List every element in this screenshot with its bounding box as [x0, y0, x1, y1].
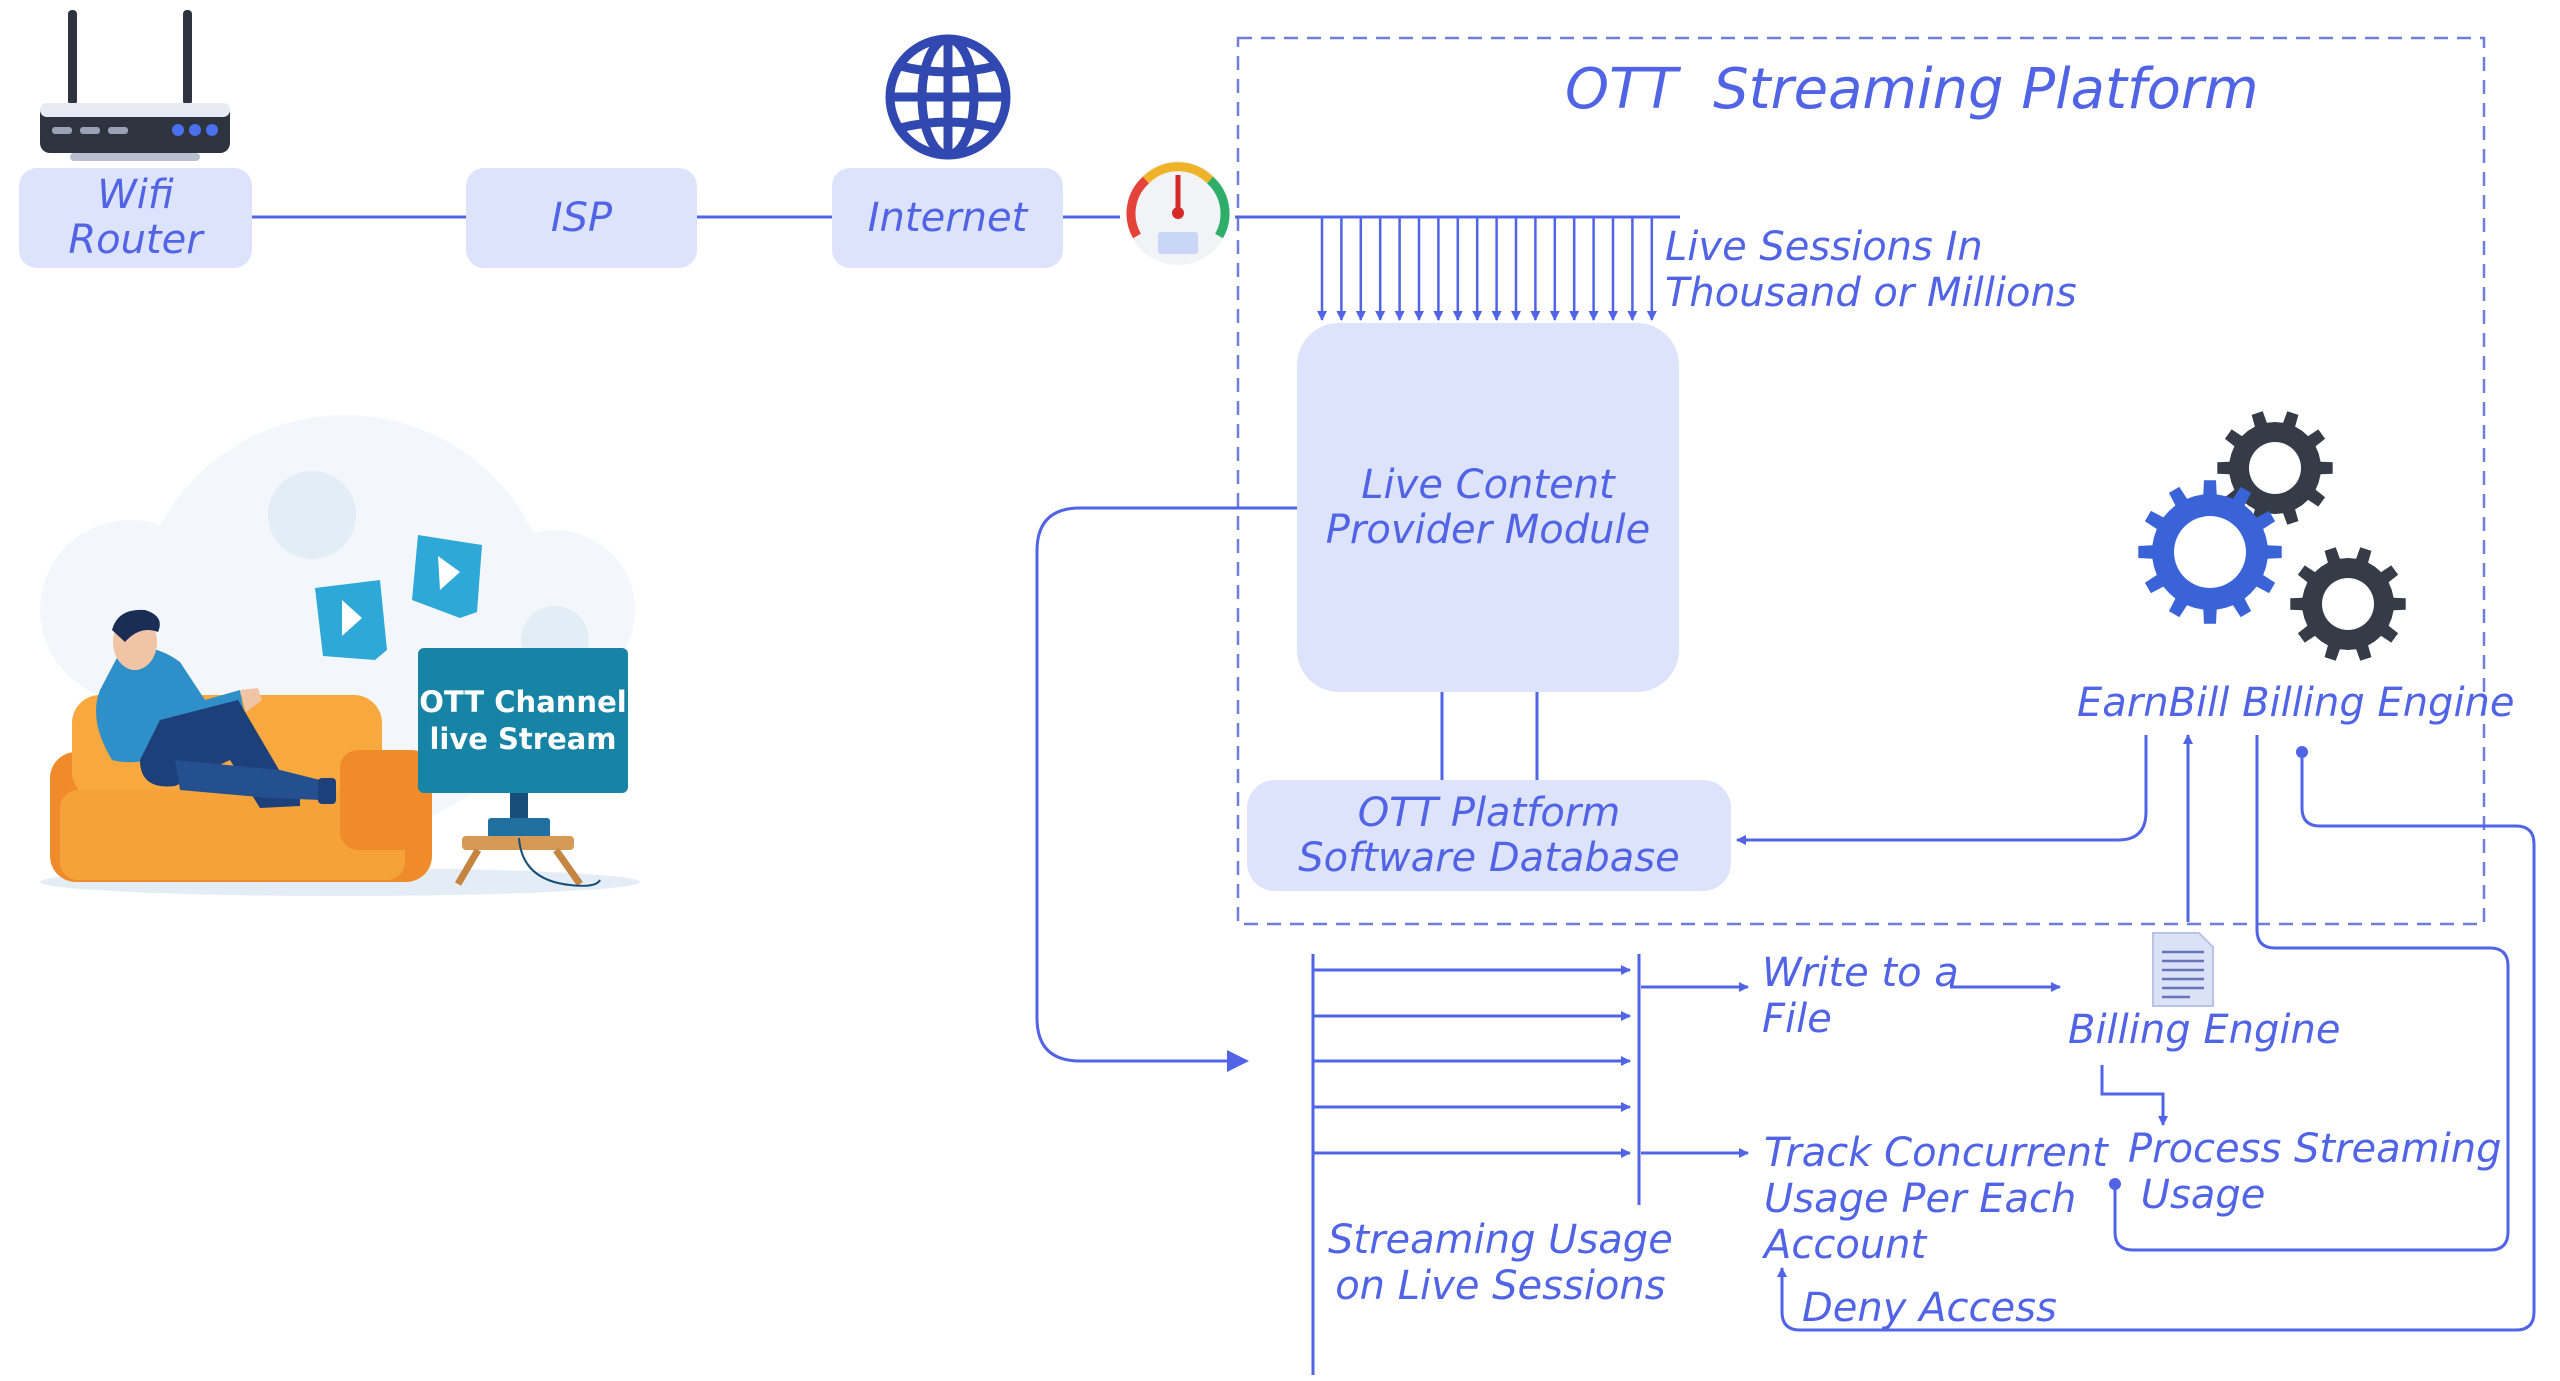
isp-box: ISP: [466, 168, 697, 268]
track-concurrent-label: Track Concurrent Usage Per Each Account: [1764, 1130, 2108, 1268]
deny-access-label: Deny Access: [1802, 1285, 2057, 1331]
live-sessions-label: Live Sessions In Thousand or Millions: [1665, 224, 2077, 316]
platform-title: OTT Streaming Platform: [1565, 57, 2259, 122]
software-database-label: OTT Platform Software Database: [1298, 789, 1680, 881]
deny-access-loop: [1777, 746, 2536, 1332]
streaming-usage-label: Streaming Usage on Live Sessions: [1328, 1217, 1673, 1309]
document-icon: [2152, 932, 2214, 1007]
streaming-usage-bus: [1311, 954, 1641, 1375]
gear-hole: [2249, 442, 2301, 494]
globe-icon: [885, 34, 1011, 160]
billing-to-process-arrow: [2100, 1065, 2168, 1126]
provider-database-links: [1440, 692, 1539, 780]
live-content-provider-box: Live Content Provider Module: [1297, 323, 1679, 692]
write-to-file-label: Write to a File: [1762, 950, 1959, 1042]
gears-icon: [2138, 411, 2406, 661]
person-on-couch-illustration: [40, 415, 640, 896]
process-streaming-usage-label: Process Streaming Usage: [2128, 1126, 2502, 1218]
gear-hole: [2174, 516, 2246, 588]
gear-hole: [2322, 578, 2374, 630]
wifi-router-label: Wifi Router: [68, 172, 203, 263]
earnbill-billing-engine-label: EarnBill Billing Engine: [2077, 680, 2515, 726]
router-icon: [40, 10, 230, 161]
internet-box: Internet: [832, 168, 1063, 268]
earnbill-to-database-arrow: [1736, 735, 2148, 845]
software-database-box: OTT Platform Software Database: [1247, 780, 1731, 891]
usage-arrows: [1313, 965, 1631, 1158]
tv-screen-text: OTT Channel live Stream: [419, 685, 627, 756]
wifi-router-box: Wifi Router: [19, 168, 252, 268]
internet-label: Internet: [867, 194, 1028, 241]
isp-label: ISP: [550, 194, 613, 241]
speedometer-icon: [1126, 161, 1230, 265]
live-content-provider-label: Live Content Provider Module: [1325, 461, 1651, 553]
provider-to-usage-arrow: [1035, 506, 1297, 1072]
platform-boundary: [1236, 36, 2486, 926]
billing-engine-label: Billing Engine: [2068, 1007, 2341, 1053]
live-session-arrows: [1317, 217, 1657, 321]
